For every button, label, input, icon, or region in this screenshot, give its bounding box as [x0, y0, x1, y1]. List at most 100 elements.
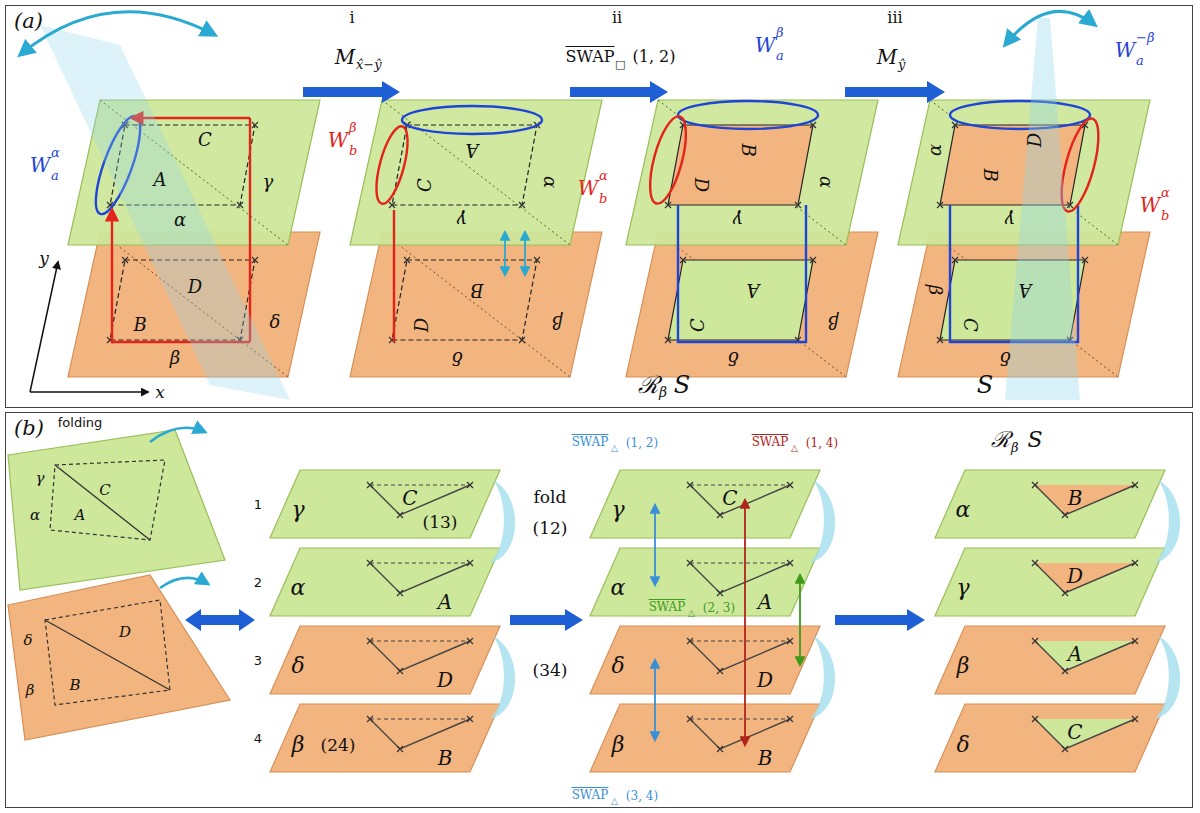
- cross-mark: [519, 337, 525, 343]
- lower-layer: [350, 232, 602, 377]
- triangle-cell: [1035, 719, 1135, 749]
- cross-mark: [937, 202, 943, 208]
- operation-subscript: □: [615, 59, 625, 70]
- triangle-edge: [690, 485, 790, 486]
- math-label: α: [956, 499, 971, 521]
- cross-mark: [810, 257, 816, 263]
- swap-label: SWAP: [649, 601, 686, 613]
- cross-mark: [1032, 482, 1038, 488]
- unit-cell: [45, 600, 170, 705]
- layer-sheet: [935, 548, 1165, 616]
- triangle-cell: [1035, 563, 1135, 593]
- unit-cell: [50, 460, 165, 540]
- triangle-edge: [370, 641, 470, 642]
- swap-arrow: [654, 505, 656, 585]
- cross-mark: [1132, 716, 1138, 722]
- swap-arrow: [744, 500, 746, 745]
- cross-mark: [467, 482, 473, 488]
- cross-mark: [397, 512, 403, 518]
- layer-sheet: [590, 626, 820, 694]
- cross-mark: [252, 122, 258, 128]
- operator-label: W: [755, 35, 776, 55]
- cross-mark: [717, 512, 723, 518]
- unit-cell: [668, 260, 813, 340]
- math-label: β: [828, 313, 838, 331]
- cross-mark: [534, 257, 540, 263]
- operator-superscript: α: [1161, 186, 1170, 199]
- triangle-edge: [1035, 563, 1135, 593]
- step-arrow: [835, 609, 925, 631]
- diagonal-line: [658, 100, 846, 245]
- cross-mark: [252, 257, 258, 263]
- math-label: B: [1068, 488, 1083, 508]
- cross-mark: [787, 638, 793, 644]
- swap-arrow: [504, 232, 506, 275]
- cross-mark: [1062, 512, 1068, 518]
- operator-label: ℛ: [991, 429, 1010, 451]
- layer-sheet: [935, 626, 1165, 694]
- math-label: B: [981, 168, 999, 181]
- triangle-edge: [1035, 485, 1135, 515]
- math-label: A: [747, 281, 760, 299]
- upper-layer: [8, 430, 225, 590]
- step-number: iii: [887, 10, 902, 26]
- cross-mark: [467, 638, 473, 644]
- diagonal-line: [382, 100, 570, 245]
- mirror-plane: [40, 25, 290, 400]
- cross-mark: [397, 746, 403, 752]
- cross-mark: [717, 590, 723, 596]
- triangle-edge: [690, 719, 790, 720]
- triangle-edge: [370, 719, 470, 749]
- mirror-plane: [1005, 18, 1080, 400]
- math-label: α: [611, 577, 626, 599]
- math-label: δ: [956, 734, 969, 756]
- math-label: δ: [728, 349, 739, 367]
- operation-label: M: [877, 47, 897, 67]
- math-label: D: [757, 670, 773, 690]
- operator-label: W: [328, 130, 349, 150]
- math-label: B: [438, 748, 453, 768]
- unit-cell: [668, 125, 813, 205]
- operator-subscript: β: [1011, 441, 1019, 454]
- wilson-loop: [393, 210, 395, 342]
- math-label: A: [438, 592, 452, 612]
- math-label: C: [689, 318, 707, 332]
- cross-mark: [1032, 560, 1038, 566]
- upper-layer: [350, 100, 602, 245]
- cross-mark: [687, 482, 693, 488]
- operator-subscript: β: [659, 385, 667, 399]
- cross-mark: [687, 638, 693, 644]
- fold-label: (13): [423, 514, 458, 531]
- triangle-edge: [370, 485, 470, 486]
- wilson-loop: [678, 101, 818, 129]
- math-label: β: [926, 285, 944, 295]
- operation-subscript: ŷ: [898, 58, 905, 71]
- axis-label: x: [155, 384, 165, 401]
- upper-layer: [626, 100, 878, 245]
- cross-mark: [367, 638, 373, 644]
- cross-mark: [717, 668, 723, 674]
- cross-mark: [1062, 746, 1068, 752]
- math-label: δ: [291, 655, 304, 677]
- axis-line: [30, 391, 148, 393]
- fold-label: (34): [533, 662, 568, 679]
- diagonal-line: [382, 232, 570, 377]
- lower-layer: [626, 232, 878, 377]
- operator-subscript: a: [776, 49, 784, 62]
- swap-argument: (3, 4): [626, 790, 658, 802]
- cross-mark: [937, 337, 943, 343]
- math-label: δ: [452, 349, 463, 367]
- fold-sheet: [490, 480, 515, 563]
- math-label: A: [154, 171, 167, 189]
- math-label: C: [402, 488, 417, 508]
- triangle-edge: [690, 641, 790, 671]
- cross-mark: [389, 202, 395, 208]
- rotation-arrow: [20, 12, 215, 55]
- math-label: β: [957, 655, 970, 677]
- swap-label: SWAP: [572, 436, 609, 448]
- cross-mark: [1067, 202, 1073, 208]
- math-label: δ: [23, 633, 32, 648]
- fold-sheet: [1155, 480, 1180, 563]
- triangle-edge: [1035, 719, 1135, 749]
